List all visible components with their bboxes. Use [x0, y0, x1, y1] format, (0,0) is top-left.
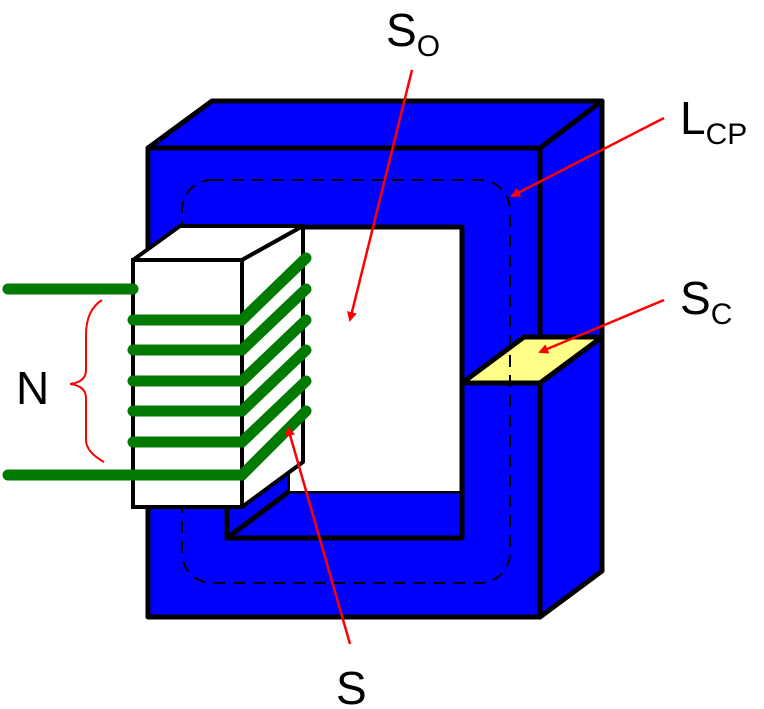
arrow-sc: [538, 298, 665, 354]
label-s: S: [336, 662, 367, 709]
label-s-c: SC: [680, 272, 732, 331]
window-back-rect: [290, 227, 462, 491]
coil-winding: [2, 252, 312, 481]
arrow-so: [347, 69, 414, 322]
arrow-lcp: [510, 116, 665, 198]
label-s-o: SO: [386, 4, 440, 63]
label-l-cp: LCP: [680, 92, 747, 151]
turns-brace: [69, 299, 105, 463]
arrow-s: [285, 426, 352, 645]
core-top-face: [145, 98, 605, 151]
label-n: N: [16, 362, 49, 414]
